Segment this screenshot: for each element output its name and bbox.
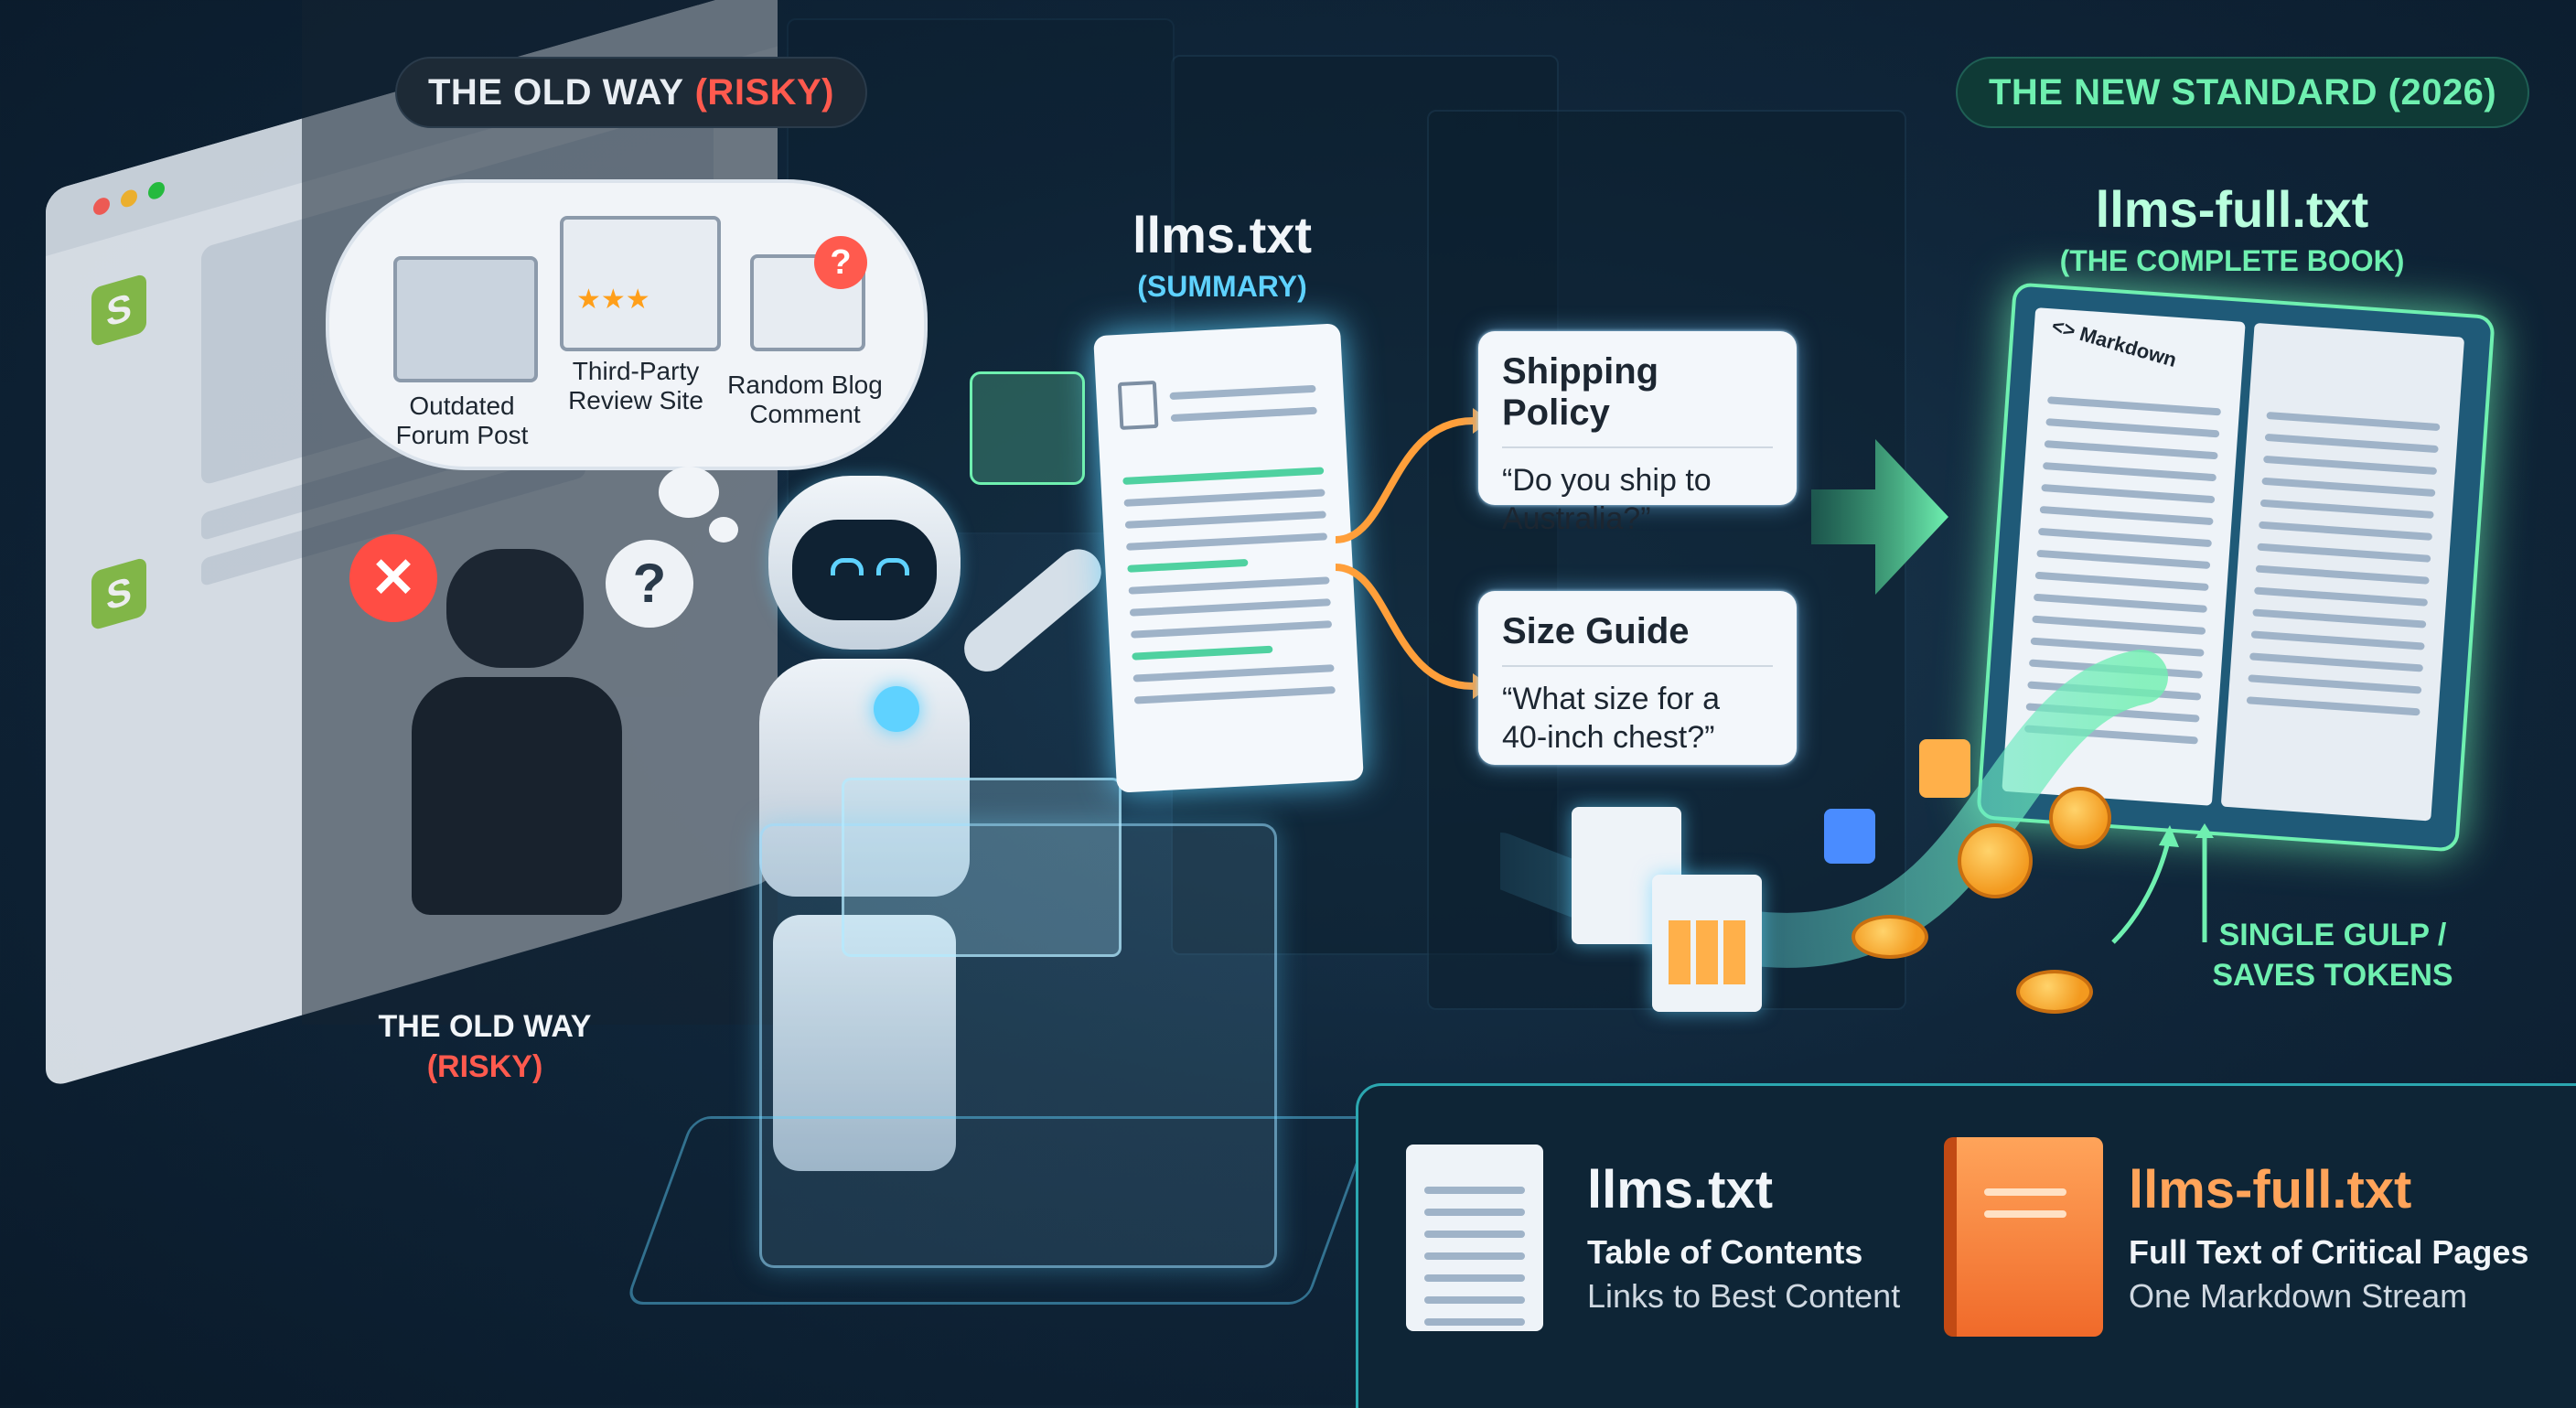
shopify-bag-icon: S	[91, 273, 146, 348]
coin-icon	[1852, 915, 1928, 959]
shipping-policy-body: “Do you ship to Australia?”	[1502, 463, 1712, 536]
llms-full-heading: llms-full.txt (THE COMPLETE BOOK)	[2059, 180, 2405, 277]
arrow-right-icon	[1811, 439, 1948, 595]
robot-eye	[831, 558, 864, 575]
new-standard-badge: THE NEW STANDARD (2026)	[1956, 57, 2530, 128]
floor-glow	[624, 1116, 1376, 1305]
shipping-policy-card: Shipping Policy “Do you ship to Australi…	[1478, 331, 1797, 536]
thought-dot	[709, 517, 738, 543]
thought-item-random-blog-comment: Random Blog Comment	[727, 371, 883, 428]
code-snippet-card	[970, 371, 1085, 485]
thought-item-third-party-review-site: Third-Party Review Site	[568, 357, 703, 414]
shipping-policy-title: Shipping Policy	[1502, 351, 1773, 448]
llms-txt-document	[1093, 323, 1364, 793]
robot-face	[792, 520, 937, 620]
arrow-to-shipping	[1336, 417, 1474, 543]
robot-arm	[954, 540, 1111, 682]
legend-panel: llms.txt Table of Contents Links to Best…	[1356, 1083, 2576, 1408]
old-way-floor-label: THE OLD WAY (RISKY)	[378, 1009, 592, 1084]
old-way-badge-risky: (RISKY)	[694, 71, 834, 113]
robot-legs	[773, 915, 956, 1171]
chat-bubbles-icon	[393, 256, 538, 382]
note-icon	[1919, 739, 1970, 798]
robot-core-light	[874, 686, 919, 732]
arrow-to-size	[1336, 564, 1474, 690]
star-rating-icon: ★★★	[560, 216, 721, 351]
arrow-up-icon	[2111, 823, 2214, 944]
size-guide-body: “What size for a 40-inch chest?”	[1502, 682, 1721, 755]
book-icon	[1944, 1137, 2103, 1337]
document-icon	[1117, 380, 1159, 431]
old-robot-body	[412, 677, 622, 915]
robot-eye	[876, 558, 909, 575]
old-way-badge: THE OLD WAY (RISKY)	[395, 57, 867, 128]
spreadsheet-icon	[1652, 875, 1762, 1012]
old-robot-head	[446, 549, 584, 668]
old-way-badge-label: THE OLD WAY	[428, 71, 684, 113]
book-right-page	[2220, 322, 2465, 822]
legend-llms-txt: llms.txt Table of Contents Links to Best…	[1587, 1160, 1901, 1315]
chart-icon	[1824, 809, 1875, 864]
new-standard-badge-label: THE NEW STANDARD (2026)	[1989, 71, 2497, 113]
size-guide-card: Size Guide “What size for a 40-inch ches…	[1478, 591, 1797, 765]
book-page-tag: <> Markdown	[2049, 314, 2180, 372]
coin-icon	[2016, 970, 2093, 1014]
document-icon	[1406, 1145, 1543, 1331]
coin-icon	[2049, 787, 2111, 849]
coin-icon	[1958, 823, 2033, 898]
glass-podium	[759, 823, 1277, 1268]
connector-arrows	[1336, 408, 1491, 699]
thought-item-outdated-forum-post: Outdated Forum Post	[395, 392, 529, 449]
legend-llms-full-txt: llms-full.txt Full Text of Critical Page…	[2129, 1160, 2529, 1315]
question-bubble-icon: ?	[606, 540, 693, 628]
llms-txt-heading: llms.txt (SUMMARY)	[1132, 206, 1313, 303]
thought-dot	[659, 467, 719, 518]
glass-laptop	[842, 778, 1122, 957]
size-guide-title: Size Guide	[1502, 611, 1773, 667]
x-icon: ✕	[349, 534, 437, 622]
shopify-bag-icon: S	[91, 556, 146, 631]
question-icon: ?	[814, 236, 867, 289]
single-gulp-note: SINGLE GULP / SAVES TOKENS	[2212, 918, 2453, 993]
